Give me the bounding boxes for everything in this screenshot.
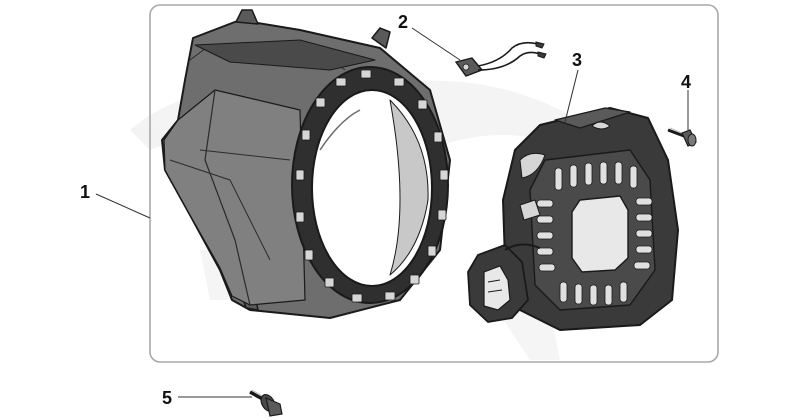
callout-2: 2 [398,12,408,32]
callout-1: 1 [80,182,90,202]
callout-3: 3 [572,50,582,70]
sensor-part [454,41,547,77]
ring-slots [295,69,449,303]
callout-5: 5 [162,388,172,408]
recoil-starter-part [467,107,679,331]
leader-line-1 [95,193,151,219]
callout-4: 4 [681,72,691,92]
fan-housing-part [161,9,451,319]
leader-lines [95,27,689,398]
flange-bolt-part [249,389,283,417]
leader-line-3 [564,69,579,123]
bolt-part [667,127,697,147]
leader-line-2 [411,27,461,61]
diagram-frame [149,4,719,363]
starter-slots [536,161,653,306]
